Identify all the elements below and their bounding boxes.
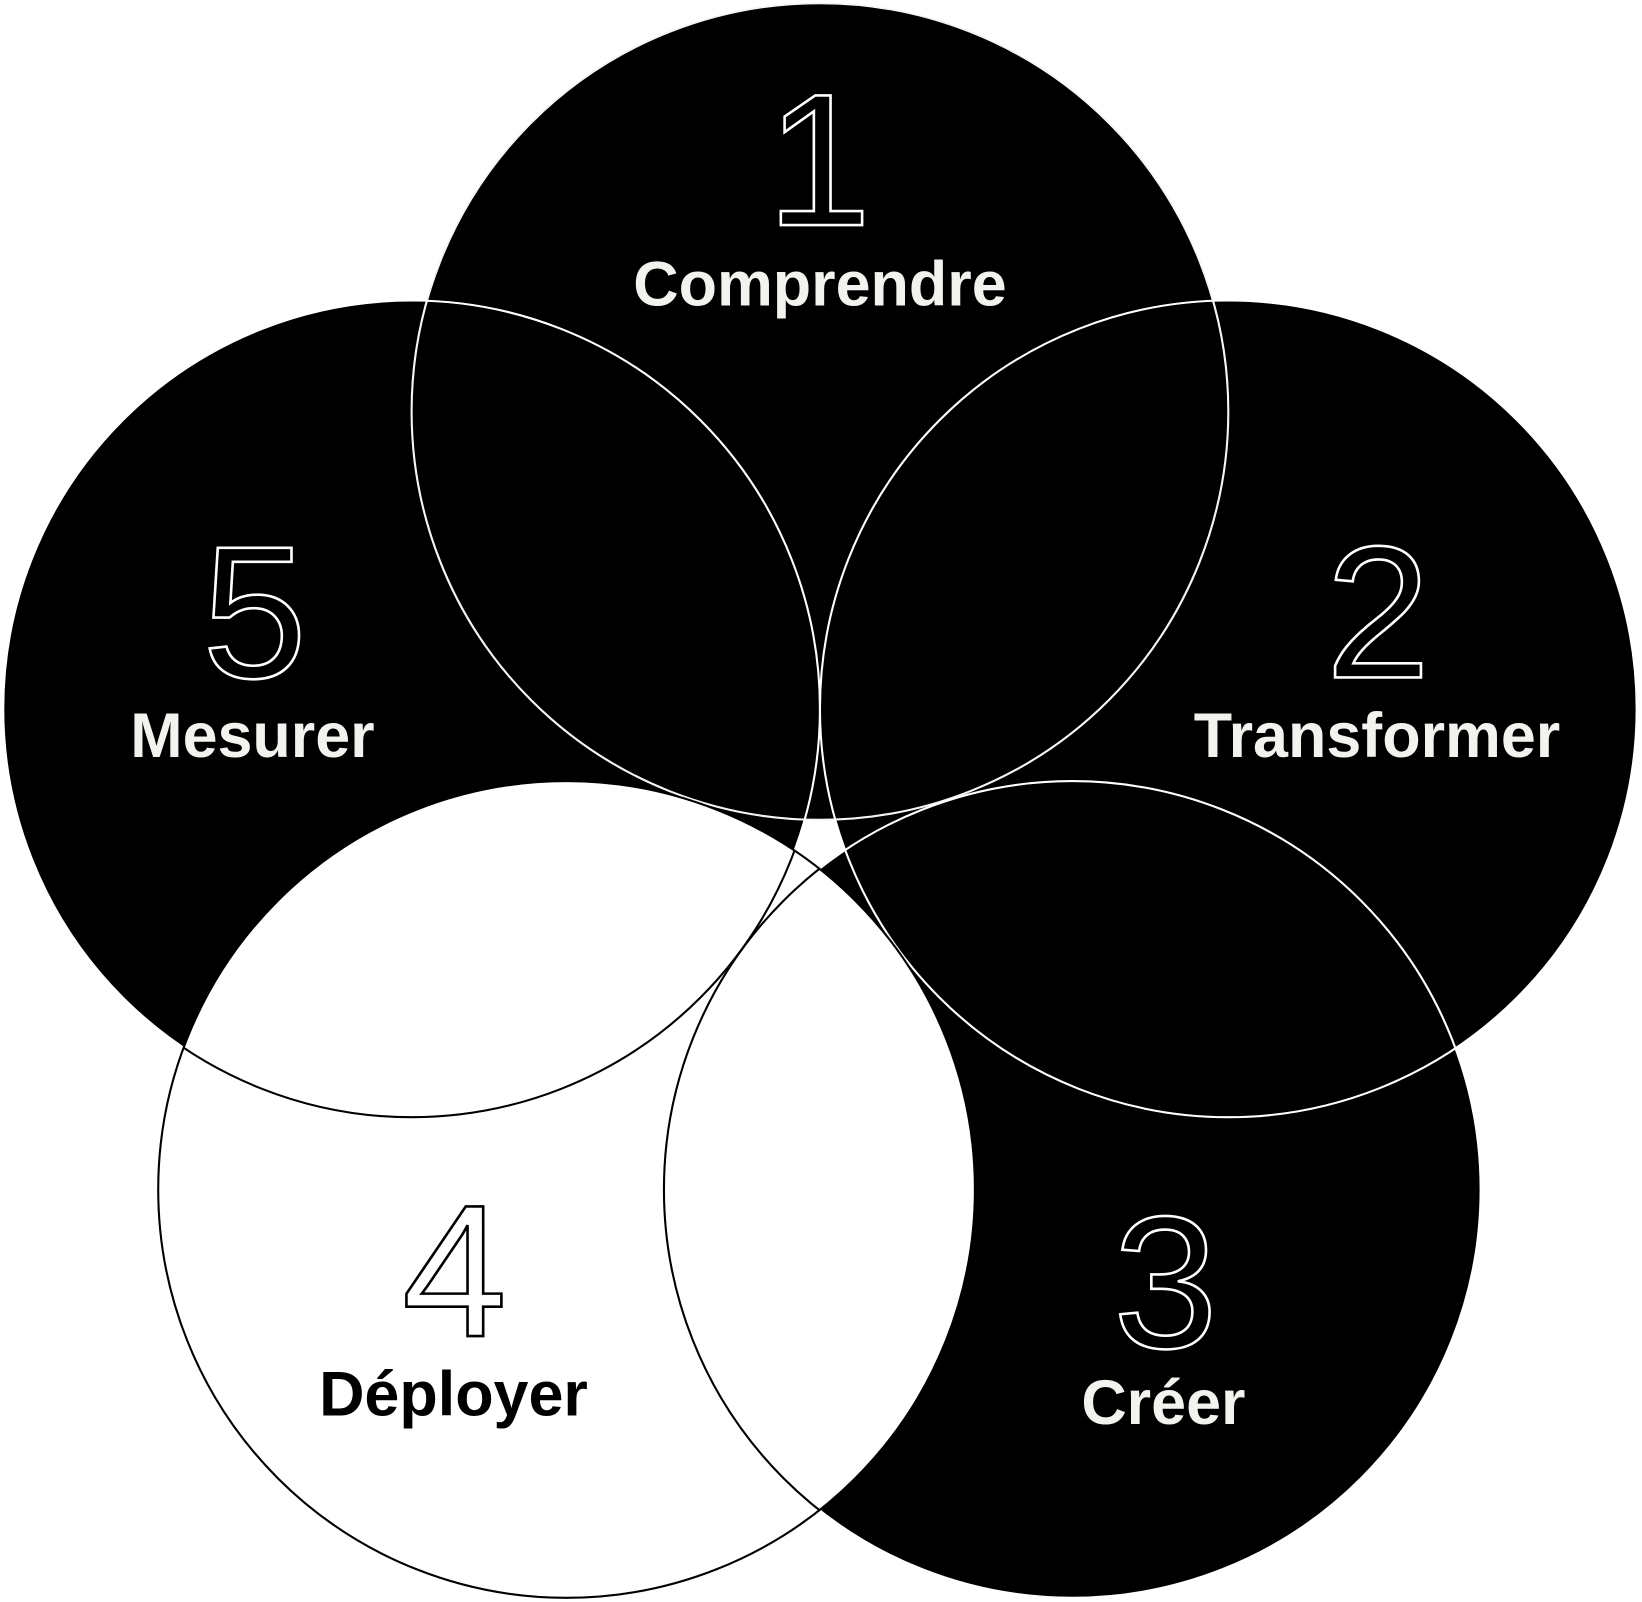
step-3-label: Créer — [1081, 1368, 1245, 1438]
step-4-label: Déployer — [319, 1360, 588, 1430]
step-3-number: 3 — [1113, 1177, 1218, 1388]
circle-step-4 — [158, 781, 975, 1598]
step-4-number: 4 — [402, 1165, 507, 1376]
step-2-number: 2 — [1326, 506, 1431, 717]
step-1-label: Comprendre — [633, 250, 1006, 320]
step-2-label: Transformer — [1194, 701, 1561, 771]
step-5-number: 5 — [202, 506, 307, 717]
circle-fills — [3, 3, 1637, 1598]
step-5-label: Mesurer — [130, 701, 374, 771]
step-1-number: 1 — [766, 54, 871, 265]
